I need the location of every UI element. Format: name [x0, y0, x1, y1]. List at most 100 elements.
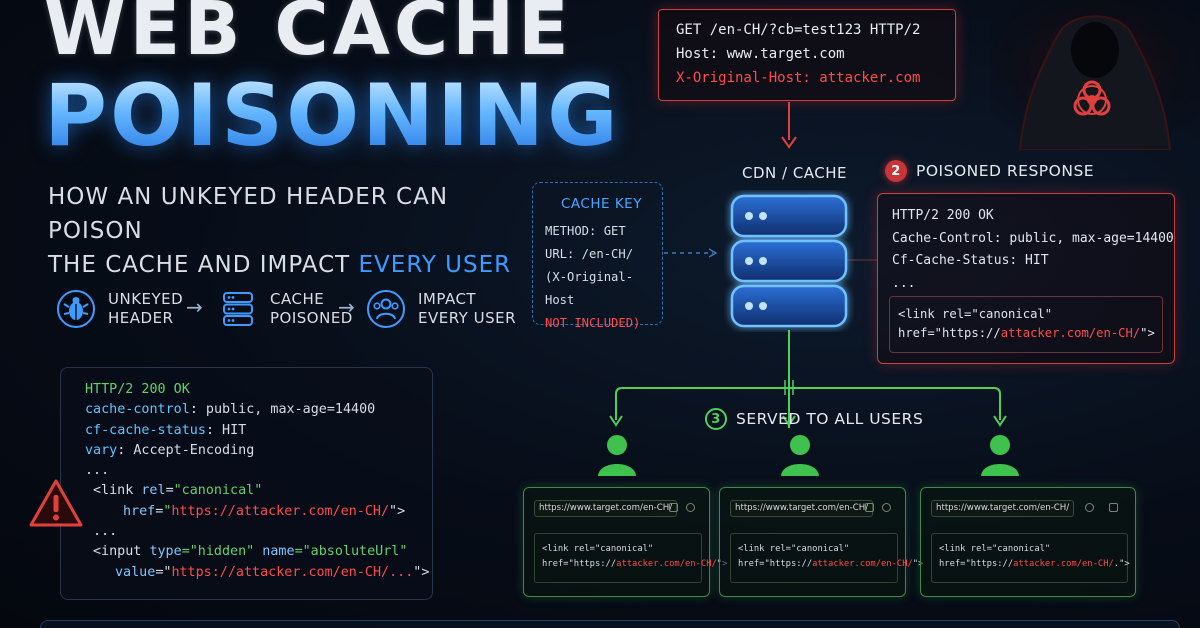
bottom-panel [40, 620, 1180, 628]
cdn-cache-label: CDN / CACHE [742, 164, 848, 182]
subtitle-line-1: HOW AN UNKEYED HEADER CAN POISON [48, 184, 449, 244]
subtitle-line-2: THE CACHE AND IMPACT EVERY USER [48, 248, 518, 282]
source-line: href="https://attacker.com/en-CH/"> [738, 557, 923, 572]
warning-icon [29, 479, 83, 527]
code-value-line: value="https://attacker.com/en-CH/..."> [85, 563, 432, 583]
request-line-1: GET /en-CH/?cb=test123 HTTP/2 [676, 22, 921, 38]
flow-label-line: CACHE [270, 290, 325, 308]
poisoned-line-4: ... [892, 275, 916, 291]
malicious-url: https://attacker.com/en-CH/... [171, 564, 414, 580]
flow-label-line: HEADER [108, 309, 174, 327]
code-attr: type [149, 544, 182, 560]
user-icon [781, 435, 819, 476]
menu-icon [686, 503, 695, 512]
code-attr: rel [141, 483, 166, 499]
poisoned-line-3: Cf-Cache-Status: HIT [892, 253, 1049, 268]
arrow-down-icon [609, 415, 623, 427]
malicious-url: attacker.com/en-CH/ [616, 559, 717, 569]
code-attr: value [115, 564, 156, 580]
code-tag: <link [93, 483, 142, 499]
request-line-2: Host: www.target.com [676, 46, 845, 62]
code-eq: = [165, 483, 174, 499]
malicious-request-box: GET /en-CH/?cb=test123 HTTP/2 Host: www.… [658, 9, 956, 101]
title-line-1: WEB CACHE [44, 0, 573, 72]
poisoned-inner-line-1: <link rel="canonical" [898, 307, 1053, 321]
code-key: vary [85, 442, 118, 458]
flow-label-line: UNKEYED [108, 290, 184, 308]
arrow-right-icon: → [338, 295, 355, 319]
users-icon [367, 290, 405, 328]
poisoned-response-label: POISONED RESPONSE [916, 162, 1095, 180]
flow-label-line: EVERY USER [418, 309, 517, 327]
request-line-3: X-Original-Host: attacker.com [676, 70, 921, 86]
cache-key-heading: CACHE KEY [561, 196, 642, 212]
cache-key-note-2: NOT INCLUDED) [545, 316, 641, 330]
snippet-text: href="https:// [898, 326, 1001, 340]
cdn-server-icon [730, 194, 848, 328]
flow-label-line: IMPACT [418, 290, 477, 308]
arrow-right-icon: → [186, 295, 203, 319]
snippet-text: ."> [1113, 559, 1130, 569]
arrow-down-icon [782, 415, 796, 427]
code-attr-value: ="hidden" [181, 544, 255, 560]
flow-label-impact-every-user: IMPACT EVERY USER [418, 290, 516, 328]
flow-label-unkeyed-header: UNKEYED HEADER [108, 290, 183, 328]
code-tag: <input [93, 544, 150, 560]
cache-key-method: METHOD: GET [545, 224, 626, 238]
poisoned-line-1: HTTP/2 200 OK [892, 208, 994, 223]
browser-page-source: <link rel="canonical" href="https://atta… [534, 533, 727, 583]
flow-step-unkeyed-header: UNKEYED HEADER [56, 289, 183, 329]
poisoned-link-snippet: <link rel="canonical" href="https://atta… [889, 296, 1163, 353]
code-value: : Accept-Encoding [117, 442, 255, 458]
tab-icon [865, 503, 874, 512]
code-tag-end: "> [413, 564, 430, 580]
source-line: href="https://attacker.com/en-CH/."> [939, 557, 1130, 572]
poisoned-line-2: Cache-Control: public, max-age=14400 [892, 230, 1174, 246]
user-browser-card: https://www.target.com/en-CH/ <link rel=… [920, 487, 1136, 597]
code-attr-value: "canonical" [173, 483, 263, 499]
code-vary-line: vary: Accept-Encoding [85, 441, 432, 461]
reload-icon [1085, 503, 1094, 512]
tab-icon [1109, 503, 1118, 512]
source-line: <link rel="canonical" [939, 544, 1051, 554]
served-to-all-users-title: 3 SERVED TO ALL USERS [705, 408, 923, 430]
snippet-text: href="https:// [939, 559, 1014, 569]
users-branch [615, 387, 1001, 420]
malicious-url: https://attacker.com/en-CH/ [171, 503, 390, 519]
code-quote: " [163, 503, 172, 519]
cache-key-url: URL: /en-CH/ [545, 247, 634, 261]
source-line: <link rel="canonical" [542, 544, 654, 554]
code-tag-end: "> [389, 503, 406, 519]
code-value: : public, max-age=14400 [189, 402, 376, 418]
bug-icon [57, 290, 95, 328]
code-ellipsis: ... [85, 463, 110, 479]
code-attr: href [123, 503, 156, 519]
code-input-line: <input type="hidden" name="absoluteUrl" [85, 542, 432, 562]
code-ellipsis: ... [93, 524, 118, 540]
menu-icon [882, 503, 891, 512]
browser-url-bar: https://www.target.com/en-CH/ [730, 500, 874, 517]
code-attr: name [254, 544, 295, 560]
code-cf-cache-status-line: cf-cache-status: HIT [85, 421, 432, 441]
poisoned-response-title: 2 POISONED RESPONSE [885, 160, 1094, 182]
subtitle: HOW AN UNKEYED HEADER CAN POISON THE CAC… [48, 180, 518, 282]
browser-url-bar: https://www.target.com/en-CH/ [534, 500, 678, 517]
flow-label-cache-poisoned: CACHE POISONED [270, 290, 353, 328]
server-icon [223, 292, 253, 326]
code-link-line: <link rel="canonical" [85, 481, 432, 501]
code-href-line: href="https://attacker.com/en-CH/"> [85, 502, 432, 522]
poisoned-inner-line-2: href="https://attacker.com/en-CH/"> [898, 324, 1162, 343]
malicious-url: attacker.com/en-CH/ [1000, 326, 1141, 340]
title-line-2: POISONING [44, 66, 621, 166]
user-browser-card: https://www.target.com/en-CH/ <link rel=… [523, 487, 727, 597]
code-value: : HIT [205, 422, 247, 438]
code-status-line: HTTP/2 200 OK [85, 382, 190, 397]
malicious-url: attacker.com/en-CH/ [812, 559, 913, 569]
code-key: cf-cache-status [85, 422, 206, 438]
flow-step-impact-every-user: IMPACT EVERY USER [366, 289, 516, 329]
source-line: href="https://attacker.com/en-CH/"> [542, 557, 727, 572]
flow-label-line: POISONED [270, 309, 353, 327]
arrow-down-icon [781, 136, 797, 149]
user-icon [598, 435, 636, 476]
